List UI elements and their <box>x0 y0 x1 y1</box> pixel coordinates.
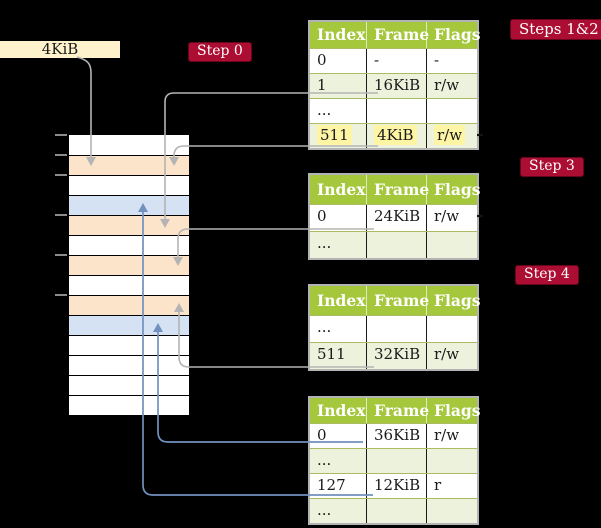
table-cell: ... <box>317 318 332 336</box>
table-cell: 24KiB <box>366 205 426 231</box>
memory-frame-row-white <box>69 235 189 255</box>
column-header: Frame <box>366 22 429 48</box>
memory-frame-row-white <box>69 275 189 295</box>
memory-tick <box>55 214 67 216</box>
memory-frame-row-white <box>69 375 189 395</box>
table-cell: ... <box>317 101 332 119</box>
column-header: Flags <box>426 398 481 423</box>
table-row: ... <box>310 315 477 342</box>
table-cell <box>366 232 426 258</box>
column-header: Flags <box>426 286 481 315</box>
memory-frame-row-orange <box>69 255 189 275</box>
memory-frame-row-orange <box>69 295 189 315</box>
table-cell: ... <box>317 501 332 519</box>
table-cell: 36KiB <box>366 424 426 448</box>
physical-memory-column <box>67 133 191 417</box>
table-cell <box>366 316 426 342</box>
column-header: Flags <box>426 22 481 48</box>
table-cell: 0 <box>317 51 327 69</box>
memory-frame-row-orange <box>69 215 189 235</box>
badge-step-0: Step 0 <box>188 42 252 62</box>
table-cell: 4KiB <box>366 124 426 148</box>
table-cell <box>426 99 477 123</box>
column-header: Index <box>317 180 366 199</box>
memory-tick <box>55 154 67 156</box>
table-cell: - <box>426 49 477 73</box>
badge-step-4: Step 4 <box>515 265 579 285</box>
table-cell: 12KiB <box>366 474 426 498</box>
column-header: Frame <box>366 398 429 423</box>
table-row: ... <box>310 98 477 123</box>
table-cell <box>426 316 477 342</box>
table-cell: 511 <box>317 345 346 363</box>
memory-frame-row-blue <box>69 315 189 335</box>
table-cell <box>426 499 477 523</box>
memory-tick <box>55 174 67 176</box>
column-header: Frame <box>366 286 429 315</box>
table-cell: r <box>426 474 477 498</box>
memory-frame-row-blue <box>69 195 189 215</box>
table-cell: ... <box>317 451 332 469</box>
table-row: ... <box>310 448 477 473</box>
table-row: ... <box>310 231 477 258</box>
table-cell: 32KiB <box>366 343 426 369</box>
memory-tick <box>55 134 67 136</box>
table-cell: r/w <box>426 424 477 448</box>
table-cell <box>366 99 426 123</box>
table-cell: - <box>366 49 426 73</box>
table-cell: r/w <box>426 343 477 369</box>
table-cell <box>366 449 426 473</box>
table-cell <box>366 499 426 523</box>
table-row: 0 -- <box>310 48 477 73</box>
memory-frame-row-white <box>69 395 189 415</box>
table-cell: 0 <box>317 426 327 444</box>
table-cell: 1 <box>317 76 327 94</box>
memory-frame-row-white <box>69 175 189 195</box>
column-header: Frame <box>366 175 429 204</box>
badge-steps-1-2: Steps 1&2 <box>510 19 601 40</box>
table-cell: ... <box>317 234 332 252</box>
table-cell: r/w <box>426 205 477 231</box>
table-cell <box>426 449 477 473</box>
table-cell: 127 <box>317 476 346 494</box>
table-cell: r/w <box>426 124 477 148</box>
table-row: ... <box>310 498 477 523</box>
memory-frame-row-white <box>69 335 189 355</box>
table-cell: 16KiB <box>366 74 426 98</box>
column-header: Flags <box>426 175 481 204</box>
table-cell <box>426 232 477 258</box>
memory-frame-row-orange <box>69 155 189 175</box>
memory-tick <box>55 254 67 256</box>
badge-step-3: Step 3 <box>520 157 584 177</box>
column-header: Index <box>317 25 366 44</box>
column-header: Index <box>317 291 366 310</box>
table-cell: r/w <box>426 74 477 98</box>
table-cell: 511 <box>310 124 366 148</box>
memory-frame-row-white <box>69 355 189 375</box>
memory-frame-row-white <box>69 135 189 155</box>
frame-address-box: 4KiB <box>0 41 120 58</box>
column-header: Index <box>317 401 366 420</box>
memory-tick <box>55 294 67 296</box>
table-cell: 0 <box>317 207 327 225</box>
